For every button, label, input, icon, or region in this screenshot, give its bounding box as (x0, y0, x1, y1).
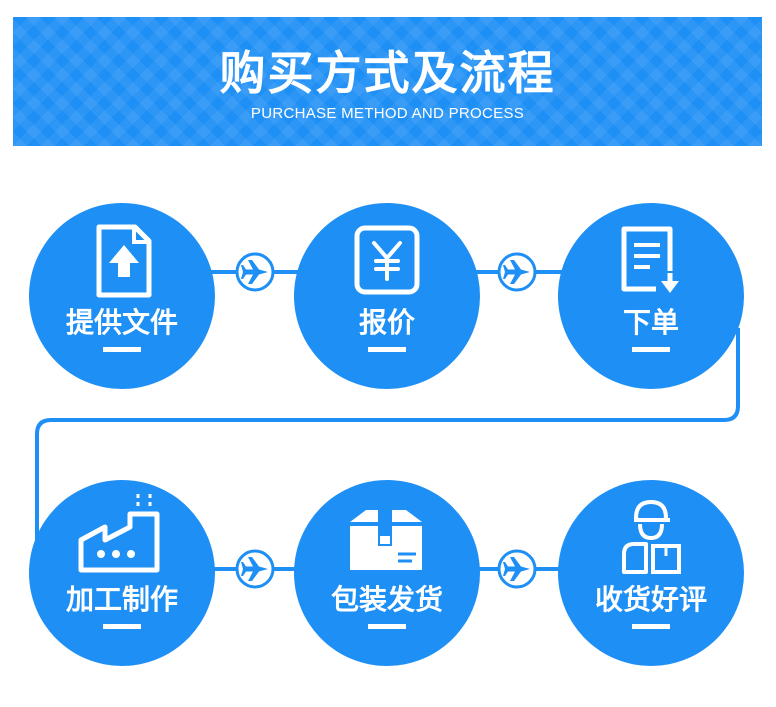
airplane-icon (497, 252, 537, 292)
airplane-icon (235, 549, 275, 589)
step-label: 加工制作 (65, 583, 178, 616)
step-provide-file: 提供文件 (29, 203, 215, 389)
step-underline (103, 624, 141, 629)
step-label: 收货好评 (594, 583, 707, 616)
yuan-icon (354, 225, 420, 295)
step-underline (632, 347, 670, 352)
page-title: 购买方式及流程 (219, 46, 556, 100)
step-underline (368, 347, 406, 352)
step-label: 包装发货 (330, 583, 443, 616)
step-quote: 报价 (294, 203, 480, 389)
step-pack-ship: 包装发货 (294, 480, 480, 666)
courier-icon (622, 500, 681, 574)
airplane-icon (235, 252, 275, 292)
step-underline (632, 624, 670, 629)
step-underline (103, 347, 141, 352)
package-icon (350, 510, 422, 570)
step-label: 下单 (622, 306, 679, 339)
header-banner: 购买方式及流程 PURCHASE METHOD AND PROCESS (13, 17, 762, 146)
page-subtitle: PURCHASE METHOD AND PROCESS (250, 105, 525, 122)
order-download-icon (621, 226, 679, 293)
step-underline (368, 624, 406, 629)
factory-icon (78, 494, 160, 573)
step-label: 提供文件 (65, 306, 178, 339)
file-upload-icon (96, 224, 152, 298)
step-receive-review: 收货好评 (558, 480, 744, 666)
step-label: 报价 (358, 306, 415, 339)
step-manufacture: 加工制作 (29, 480, 215, 666)
airplane-icon (497, 549, 537, 589)
step-place-order: 下单 (558, 203, 744, 389)
